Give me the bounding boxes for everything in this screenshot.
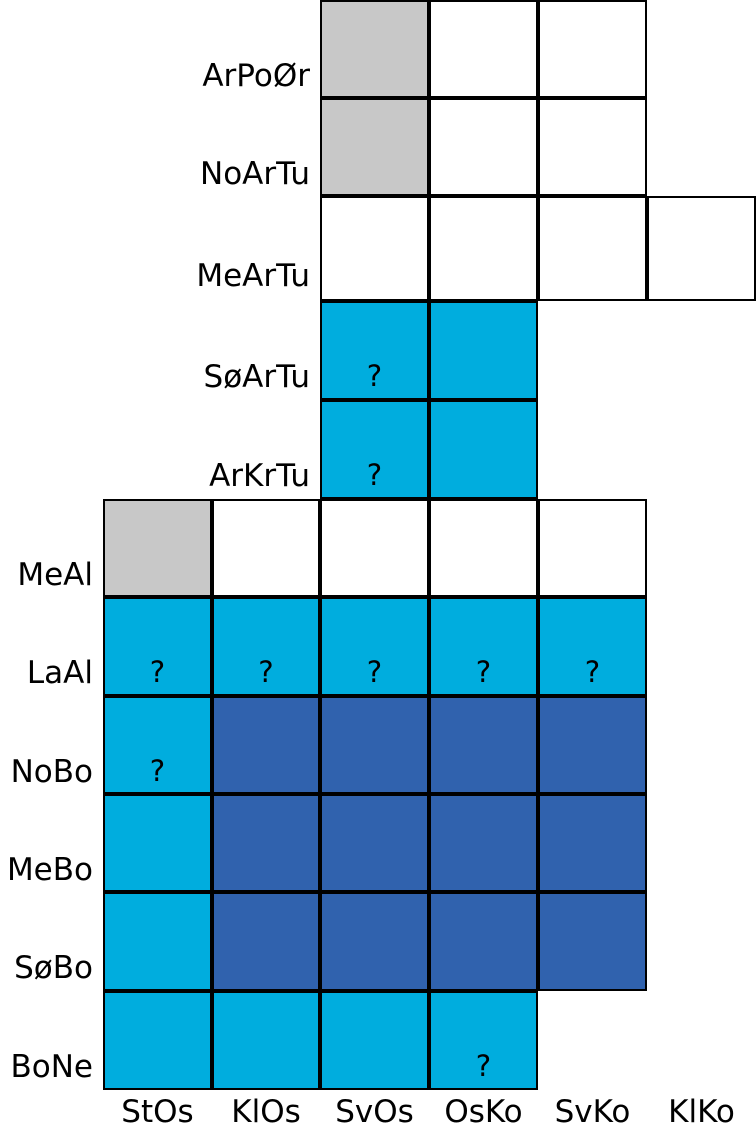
matrix-cell-NoArTu-SvKo[interactable] [538, 98, 647, 196]
row-label-NoArTu: NoArTu [200, 155, 310, 192]
matrix-cell-LaAl-SvOs[interactable]: ? [320, 597, 429, 696]
matrix-cell-SoBo-SvKo[interactable] [538, 892, 647, 991]
column-label-KlKo: KlKo [668, 1094, 735, 1130]
unknown-marker: ? [149, 753, 166, 788]
matrix-cell-MeArTu-SvOs[interactable] [320, 196, 429, 301]
matrix-cell-BoNe-StOs[interactable] [103, 991, 212, 1090]
matrix-cell-SoBo-StOs[interactable] [103, 892, 212, 991]
unknown-marker: ? [366, 359, 383, 394]
matrix-cell-MeAl-SvOs[interactable] [320, 499, 429, 597]
row-label-LaAl: LaAl [26, 655, 93, 692]
row-label-ArPoOr: ArPoØr [202, 57, 310, 94]
matrix-cell-MeBo-StOs[interactable] [103, 794, 212, 892]
matrix-cell-LaAl-OsKo[interactable]: ? [429, 597, 538, 696]
matrix-cell-BoNe-KlOs[interactable] [212, 991, 320, 1090]
matrix-cell-NoArTu-OsKo[interactable] [429, 98, 538, 196]
unknown-marker: ? [258, 655, 274, 690]
column-label-KlOs: KlOs [231, 1094, 301, 1130]
row-label-MeArTu: MeArTu [196, 258, 310, 295]
matrix-cell-NoBo-OsKo[interactable] [429, 696, 538, 794]
column-label-StOs: StOs [121, 1094, 194, 1130]
matrix-cell-MeAl-StOs[interactable] [103, 499, 212, 597]
row-label-BoNe: BoNe [10, 1049, 94, 1086]
matrix-cell-ArKrTu-SvOs[interactable]: ? [320, 400, 429, 499]
unknown-marker: ? [149, 655, 166, 690]
matrix-cell-MeAl-SvKo[interactable] [538, 499, 647, 597]
unknown-marker: ? [584, 655, 601, 690]
matrix-cell-MeAl-OsKo[interactable] [429, 499, 538, 597]
matrix-cell-ArPoOr-SvKo[interactable] [538, 0, 647, 98]
column-label-SvKo: SvKo [554, 1094, 631, 1130]
column-label-OsKo: OsKo [444, 1094, 523, 1130]
row-label-SoArTu: SøArTu [203, 359, 310, 396]
matrix-cell-NoBo-StOs[interactable]: ? [103, 696, 212, 794]
row-label-MeBo: MeBo [6, 851, 93, 888]
matrix-cell-SoBo-SvOs[interactable] [320, 892, 429, 991]
matrix-cell-MeArTu-OsKo[interactable] [429, 196, 538, 301]
matrix-cell-LaAl-KlOs[interactable]: ? [212, 597, 320, 696]
matrix-cell-MeArTu-KlKo[interactable] [647, 196, 756, 301]
matrix-cell-MeArTu-SvKo[interactable] [538, 196, 647, 301]
matrix-cell-BoNe-OsKo[interactable]: ? [429, 991, 538, 1090]
matrix-cell-MeBo-KlOs[interactable] [212, 794, 320, 892]
matrix-cell-ArKrTu-OsKo[interactable] [429, 400, 538, 499]
matrix-cell-NoArTu-SvOs[interactable] [320, 98, 429, 196]
matrix-cell-ArPoOr-SvOs[interactable] [320, 0, 429, 98]
matrix-cell-MeBo-OsKo[interactable] [429, 794, 538, 892]
matrix-cell-SoArTu-OsKo[interactable] [429, 301, 538, 400]
matrix-cell-NoBo-KlOs[interactable] [212, 696, 320, 794]
matrix-cell-SoBo-OsKo[interactable] [429, 892, 538, 991]
matrix-cell-NoBo-SvOs[interactable] [320, 696, 429, 794]
matrix-cell-LaAl-StOs[interactable]: ? [103, 597, 212, 696]
matrix-cell-MeAl-KlOs[interactable] [212, 499, 320, 597]
row-label-ArKrTu: ArKrTu [209, 458, 310, 495]
matrix-cell-SoArTu-SvOs[interactable]: ? [320, 301, 429, 400]
matrix-cell-BoNe-SvOs[interactable] [320, 991, 429, 1090]
matrix-cell-SoBo-KlOs[interactable] [212, 892, 320, 991]
matrix-cell-NoBo-SvKo[interactable] [538, 696, 647, 794]
matrix-cell-MeBo-SvOs[interactable] [320, 794, 429, 892]
unknown-marker: ? [475, 1049, 492, 1084]
matrix-cell-LaAl-SvKo[interactable]: ? [538, 597, 647, 696]
row-label-MeAl: MeAl [17, 556, 93, 593]
unknown-marker: ? [475, 655, 492, 690]
column-label-SvOs: SvOs [335, 1094, 414, 1130]
matrix-cell-MeBo-SvKo[interactable] [538, 794, 647, 892]
unknown-marker: ? [366, 458, 383, 493]
row-label-SoBo: SøBo [14, 950, 93, 987]
matrix-cell-ArPoOr-OsKo[interactable] [429, 0, 538, 98]
row-label-NoBo: NoBo [10, 753, 93, 790]
unknown-marker: ? [366, 655, 383, 690]
